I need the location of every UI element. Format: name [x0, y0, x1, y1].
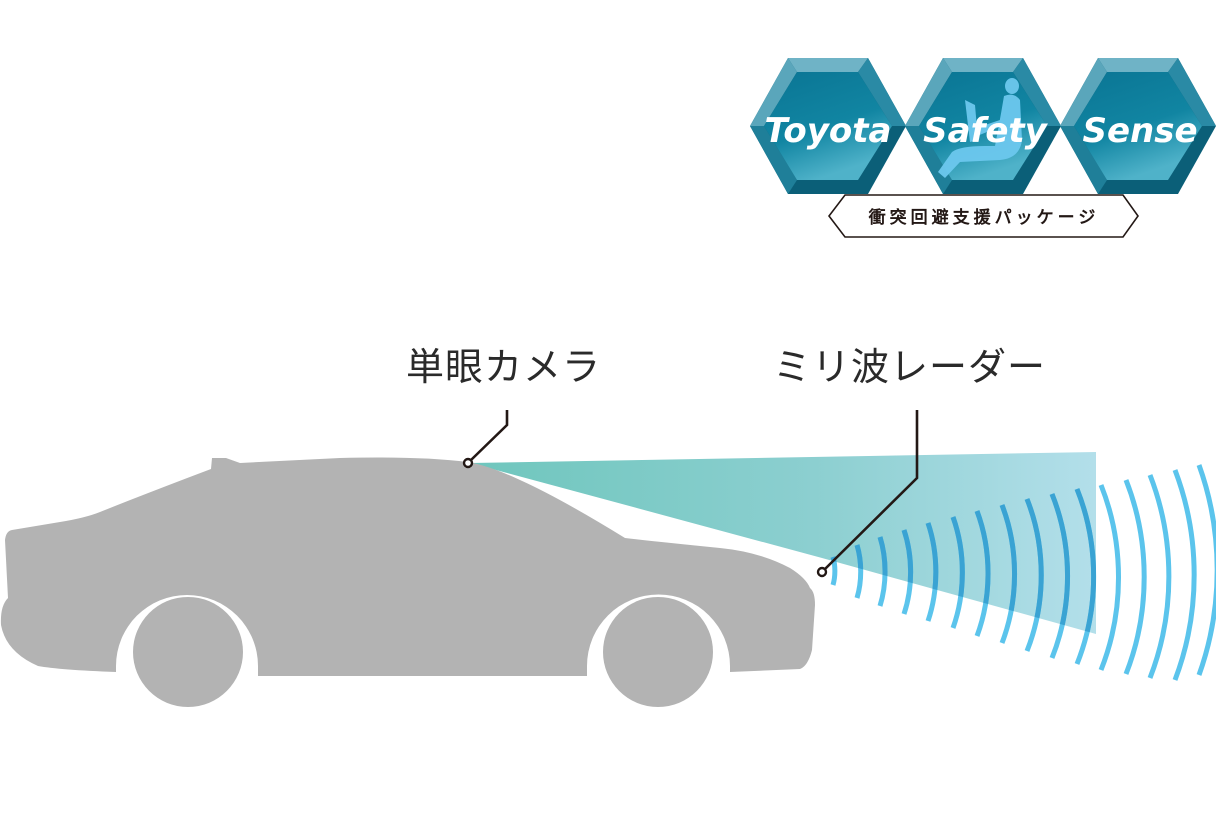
camera-leader-line [462, 410, 509, 469]
logo-subtitle: 衝突回避支援パッケージ [868, 207, 1100, 228]
rear-wheel [133, 597, 243, 707]
hexagon-toyota [750, 58, 906, 194]
radar-waves [830, 464, 1216, 681]
camera-detection-beam [470, 452, 1096, 634]
hexagon-safety [905, 58, 1061, 194]
radar-wave-arcs [830, 464, 1216, 681]
radar-position-marker [816, 566, 828, 578]
hexagon-sense [1060, 58, 1216, 194]
logo-word-sense: Sense [1082, 111, 1197, 151]
monocular-camera-label: 単眼カメラ [406, 345, 602, 389]
driver-figure-icon [938, 78, 1022, 178]
car-silhouette [0, 457, 815, 707]
logo-word-toyota: Toyota [765, 111, 892, 151]
toyota-safety-sense-logo: Toyota Safety Sense 衝突回避支援パッケージ [750, 58, 1216, 238]
millimeter-wave-radar-label: ミリ波レーダー [773, 345, 1047, 389]
logo-subtitle-band: 衝突回避支援パッケージ [827, 194, 1139, 238]
front-wheel [603, 597, 713, 707]
radar-leader-line [816, 410, 919, 578]
logo-word-safety: Safety [923, 111, 1049, 151]
camera-position-marker [462, 457, 474, 469]
